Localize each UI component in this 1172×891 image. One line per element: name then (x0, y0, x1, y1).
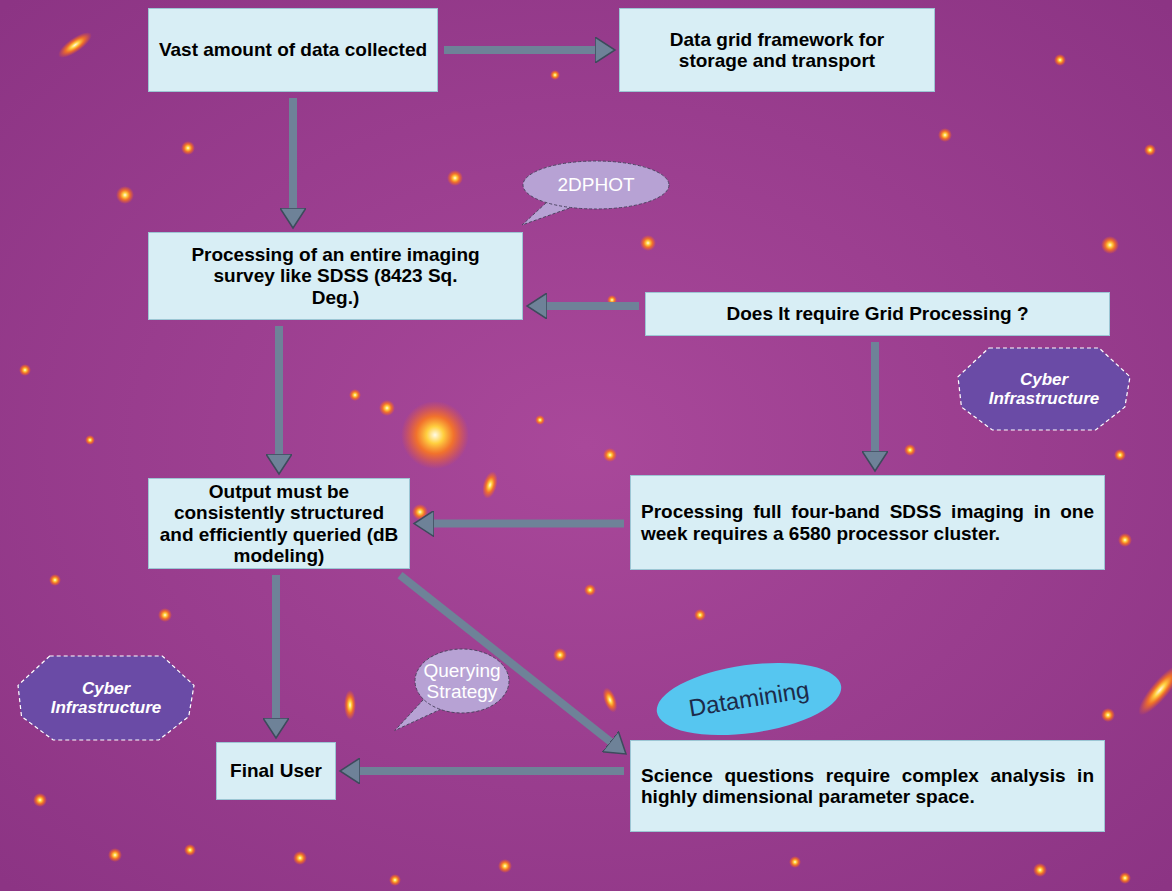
galaxy (108, 848, 122, 862)
galaxies (19, 28, 1172, 886)
galaxy (33, 793, 47, 807)
galaxy (85, 435, 95, 445)
cyber-hexagon: Cyber Infrastructure (958, 348, 1130, 430)
arrow-connector (541, 302, 639, 310)
node-text: Science questions require complex analys… (641, 765, 1094, 808)
arrow-connector (444, 46, 601, 54)
galaxy (412, 504, 428, 520)
node-text: Querying Strategy (422, 660, 502, 703)
note-box: Science questions require complex analys… (630, 740, 1105, 832)
galaxy (55, 28, 96, 62)
galaxy (553, 648, 567, 662)
process-box: Output must be consistently structured a… (148, 478, 410, 569)
galaxy (349, 389, 361, 401)
galaxy (379, 400, 395, 416)
galaxy (1144, 144, 1156, 156)
galaxy (447, 170, 463, 186)
galaxy (904, 444, 916, 456)
bubble-body (523, 161, 669, 209)
process-box: Processing of an entire imaging survey l… (148, 232, 523, 320)
node-text: 2DPHOT (530, 174, 662, 195)
node-text: Data grid framework for storage and tran… (648, 29, 906, 72)
galaxy (584, 584, 596, 596)
process-box: Data grid framework for storage and tran… (619, 8, 935, 92)
node-text: Final User (225, 760, 327, 781)
process-box: Final User (216, 742, 336, 800)
galaxy (600, 686, 620, 715)
galaxy (184, 844, 196, 856)
galaxy (938, 128, 952, 142)
galaxy (293, 851, 307, 865)
galaxy (550, 70, 560, 80)
galaxy (401, 401, 469, 469)
ellipse-outline (652, 652, 846, 745)
galaxy (1114, 449, 1126, 461)
galaxy (535, 415, 545, 425)
galaxy (498, 859, 512, 873)
node-text: Cyber Infrastructure (982, 370, 1106, 408)
galaxy (181, 141, 195, 155)
galaxy (789, 856, 801, 868)
node-text: Output must be consistently structured a… (157, 481, 401, 566)
galaxy (49, 574, 61, 586)
galaxy (1119, 872, 1131, 884)
galaxy (1054, 54, 1066, 66)
arrow-connector (354, 767, 624, 775)
galaxy (1101, 236, 1119, 254)
node-text: Vast amount of data collected (157, 39, 429, 60)
arrow-connector (272, 575, 280, 724)
galaxy (640, 235, 656, 251)
galaxy (1118, 533, 1132, 547)
galaxy (1101, 708, 1115, 722)
galaxy (1133, 660, 1172, 721)
galaxy (116, 186, 134, 204)
node-text: Does It require Grid Processing ? (654, 303, 1101, 324)
cyber-hexagon: Cyber Infrastructure (18, 656, 194, 740)
datamining-ellipse: Datamining (655, 664, 843, 734)
connectors (276, 50, 875, 771)
process-box: Vast amount of data collected (148, 8, 438, 92)
galaxy (603, 448, 617, 462)
hexagon-outline (18, 656, 194, 740)
speech-bubble: 2DPHOT (522, 160, 670, 210)
bubble-body (415, 649, 509, 713)
arrow-connector (871, 342, 879, 457)
galaxy (1033, 863, 1047, 877)
arrow-connector (289, 98, 297, 214)
note-box: Processing full four-band SDSS imaging i… (630, 475, 1105, 570)
galaxy (344, 690, 356, 720)
galaxy (694, 609, 706, 621)
node-text: Processing full four-band SDSS imaging i… (641, 501, 1094, 544)
node-text: Processing of an entire imaging survey l… (189, 244, 482, 308)
arrow-connector (428, 520, 624, 528)
galaxy (19, 364, 31, 376)
hexagon-outline (958, 348, 1130, 430)
arrow-connector (400, 575, 615, 745)
arrow-connector (275, 326, 283, 460)
galaxy (480, 470, 501, 501)
galaxy (389, 874, 401, 886)
question-box: Does It require Grid Processing ? (645, 292, 1110, 336)
speech-bubble: Querying Strategy (414, 648, 510, 714)
galaxy (158, 608, 172, 622)
node-text: Cyber Infrastructure (42, 679, 170, 717)
